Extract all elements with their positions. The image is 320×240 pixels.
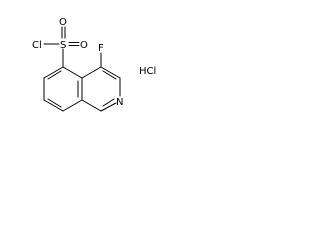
- atom-fluorine: F: [98, 43, 104, 54]
- atom-nitrogen: N: [116, 97, 123, 108]
- atom-oxygen-right: O: [80, 40, 88, 51]
- bond-n2-c1-inner: [102, 98, 115, 107]
- bond-c1-c8a: [81, 99, 102, 112]
- counterion-hcl: HCl: [139, 66, 156, 77]
- bond-c4a-c4: [81, 66, 102, 79]
- atom-oxygen-top: O: [59, 17, 67, 28]
- chemical-structure-diagram: Cl S O O F N HCl: [32, 17, 156, 112]
- bond-c4-c3-inner: [102, 70, 117, 80]
- bond-c7-c8-inner: [47, 98, 62, 108]
- bond-c5-c6: [43, 66, 64, 79]
- bond-c7-c8: [43, 99, 64, 112]
- atom-chlorine: Cl: [32, 40, 42, 51]
- bond-n2-c1: [100, 102, 117, 112]
- atom-sulfur: S: [60, 40, 66, 51]
- bond-c4a-c5: [62, 66, 83, 79]
- bond-c5-c6-inner: [47, 70, 62, 80]
- bond-c8-c8a: [62, 99, 83, 112]
- bond-c4-c3: [100, 66, 121, 79]
